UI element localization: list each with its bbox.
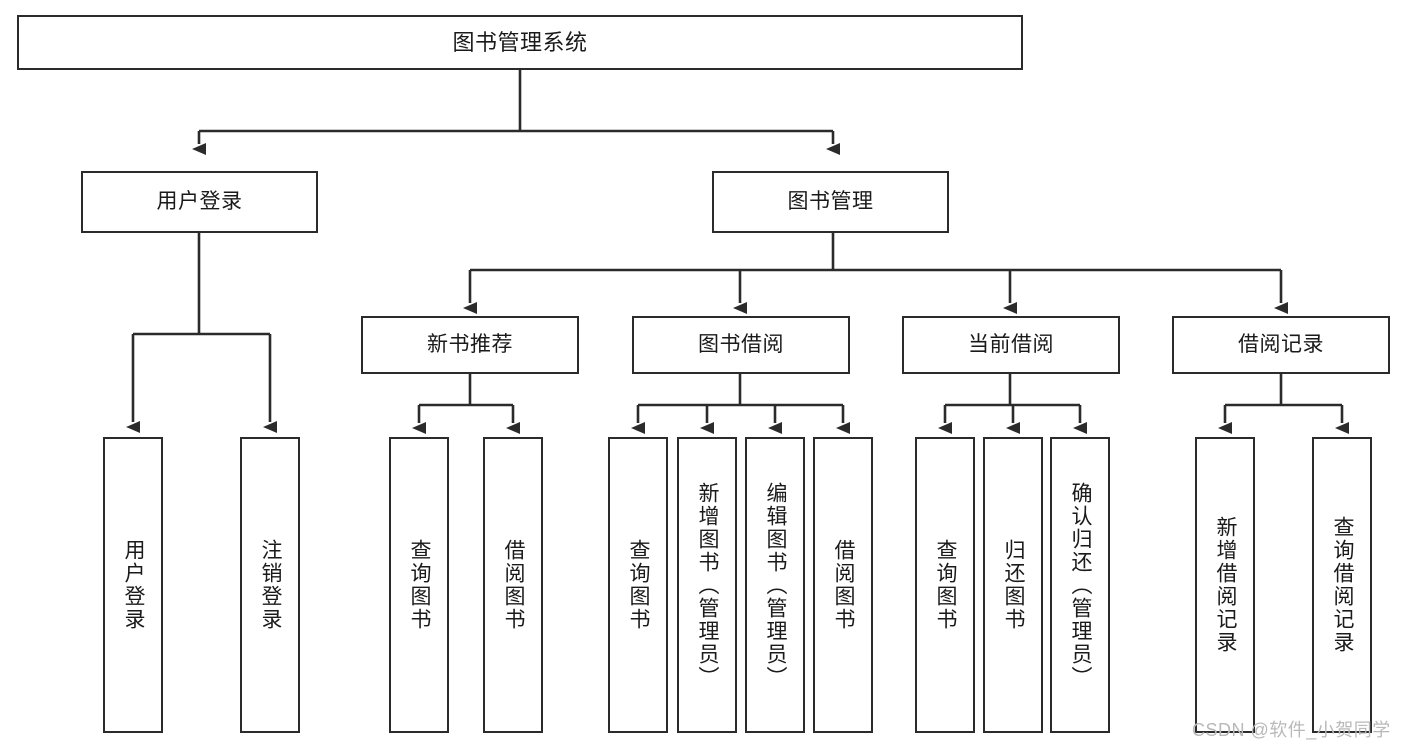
node-book-borrow-label: 图书借阅	[698, 332, 784, 356]
node-leaf-user-login-label: 用户登录	[122, 539, 146, 631]
node-current-borrow[interactable]: 当前借阅	[902, 316, 1120, 374]
node-user-login-label: 用户登录	[156, 189, 243, 213]
node-leaf-add-record[interactable]: 新增借阅记录	[1195, 437, 1255, 733]
node-leaf-logout-login-label: 注销登录	[259, 539, 283, 631]
node-borrow-record[interactable]: 借阅记录	[1172, 316, 1390, 374]
node-leaf-return-book-label: 归还图书	[1002, 539, 1026, 631]
node-leaf-query-book-3[interactable]: 查询图书	[915, 437, 975, 733]
node-leaf-confirm-return-label: 确认归还（管理员）	[1069, 481, 1093, 689]
node-root[interactable]: 图书管理系统	[17, 15, 1023, 70]
node-user-login[interactable]: 用户登录	[81, 171, 318, 233]
node-current-borrow-label: 当前借阅	[968, 332, 1054, 356]
node-leaf-borrow-book-2[interactable]: 借阅图书	[813, 437, 873, 733]
node-leaf-logout-login[interactable]: 注销登录	[240, 437, 300, 733]
node-book-management[interactable]: 图书管理	[712, 171, 949, 233]
node-leaf-add-record-label: 新增借阅记录	[1214, 516, 1238, 654]
node-leaf-return-book[interactable]: 归还图书	[983, 437, 1043, 733]
node-leaf-query-book-3-label: 查询图书	[934, 539, 958, 631]
node-leaf-edit-book-label: 编辑图书（管理员）	[764, 481, 788, 689]
node-leaf-query-book-2-label: 查询图书	[627, 539, 651, 631]
csdn-watermark: CSDN @软件_小贺同学	[1192, 720, 1391, 740]
node-leaf-borrow-book-1-label: 借阅图书	[502, 539, 526, 631]
node-leaf-edit-book[interactable]: 编辑图书（管理员）	[745, 437, 805, 733]
node-leaf-borrow-book-1[interactable]: 借阅图书	[483, 437, 543, 733]
node-borrow-record-label: 借阅记录	[1238, 332, 1324, 356]
node-leaf-borrow-book-2-label: 借阅图书	[832, 539, 856, 631]
node-book-management-label: 图书管理	[787, 189, 874, 213]
node-leaf-query-book-1[interactable]: 查询图书	[389, 437, 449, 733]
node-leaf-add-book[interactable]: 新增图书（管理员）	[677, 437, 737, 733]
node-leaf-query-book-2[interactable]: 查询图书	[608, 437, 668, 733]
node-leaf-add-book-label: 新增图书（管理员）	[696, 481, 720, 689]
node-root-label: 图书管理系统	[452, 29, 588, 55]
node-leaf-query-book-1-label: 查询图书	[408, 539, 432, 631]
node-leaf-confirm-return[interactable]: 确认归还（管理员）	[1050, 437, 1110, 733]
node-leaf-query-record[interactable]: 查询借阅记录	[1312, 437, 1372, 733]
node-leaf-query-record-label: 查询借阅记录	[1331, 516, 1355, 654]
node-book-borrow[interactable]: 图书借阅	[632, 316, 850, 374]
node-new-book-recommend-label: 新书推荐	[427, 332, 513, 356]
node-new-book-recommend[interactable]: 新书推荐	[361, 316, 579, 374]
node-leaf-user-login[interactable]: 用户登录	[103, 437, 163, 733]
